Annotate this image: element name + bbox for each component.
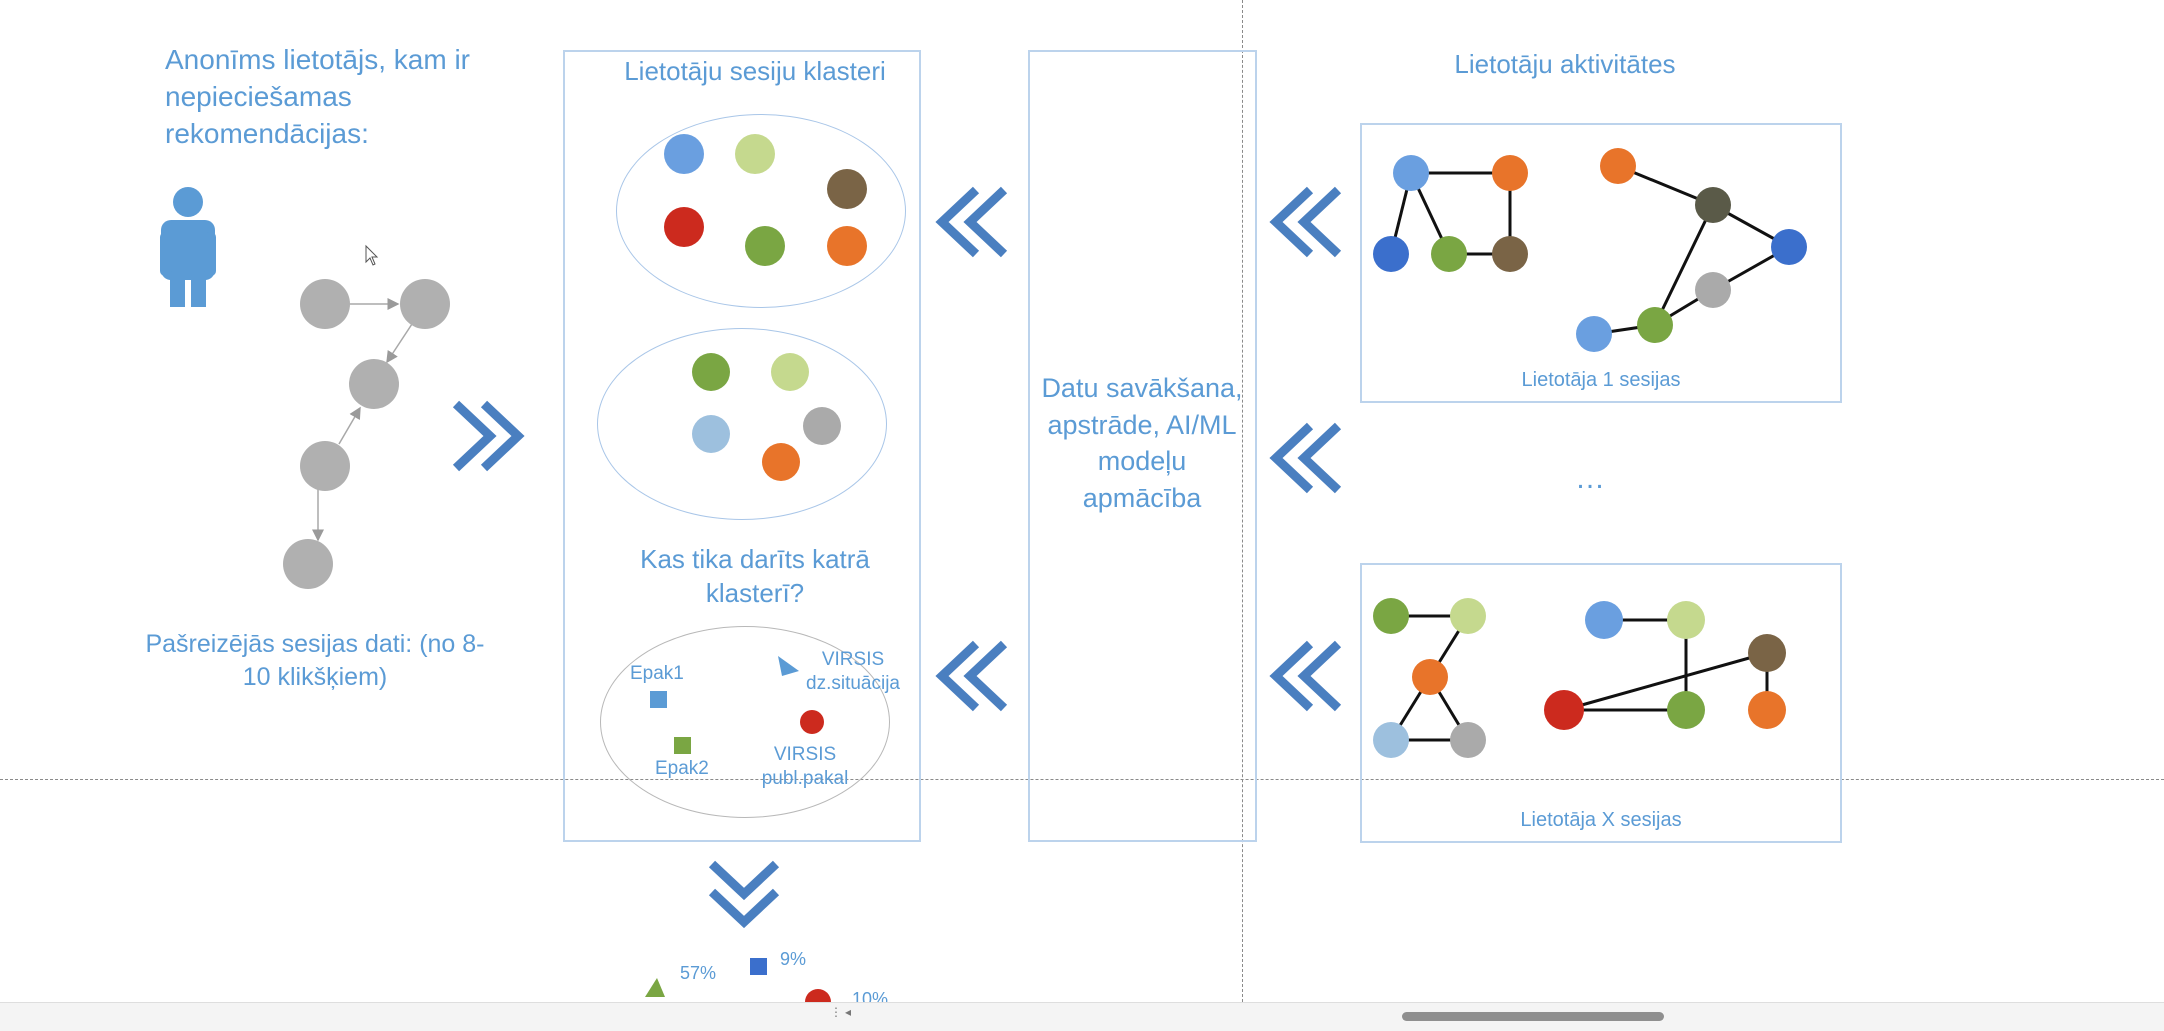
triangle-marker xyxy=(778,656,799,676)
cursor-icon xyxy=(365,244,379,266)
sessionx-caption: Lietotāja X sesijas xyxy=(1520,809,1682,831)
diagram-graphics xyxy=(160,134,1807,1002)
person-icon xyxy=(160,187,216,307)
session-node xyxy=(1771,229,1807,265)
cluster-item-label: VIRSIS publ.pakal xyxy=(761,744,849,789)
scroll-left-icon[interactable]: ◂ xyxy=(845,1005,852,1019)
cluster-ellipse-2 xyxy=(597,328,887,520)
session-node xyxy=(1748,691,1786,729)
session-node xyxy=(1373,598,1409,634)
cluster-item-label: Epak1 xyxy=(630,663,684,684)
click-node xyxy=(300,441,350,491)
chevron-left-icon xyxy=(935,640,1008,712)
session-node xyxy=(1492,236,1528,272)
session-node xyxy=(1492,155,1528,191)
clusters-title: Lietotāju sesiju klasteri xyxy=(624,56,886,86)
cluster-dot xyxy=(803,407,841,445)
session-node xyxy=(1450,722,1486,758)
guide-line-horizontal xyxy=(0,779,2164,780)
click-node xyxy=(400,279,450,329)
session-node xyxy=(1373,236,1409,272)
cluster-dot xyxy=(827,226,867,266)
ellipsis-text: … xyxy=(1575,462,1605,495)
session-node xyxy=(1412,659,1448,695)
square-marker xyxy=(650,691,667,708)
session-caption: Pašreizējās sesijas dati: (no 8-10 klikš… xyxy=(145,630,485,691)
session-node xyxy=(1585,601,1623,639)
session-node xyxy=(1576,316,1612,352)
cluster-dot xyxy=(692,415,730,453)
scrollbar-thumb[interactable] xyxy=(1402,1012,1664,1021)
cluster-dot xyxy=(664,207,704,247)
cluster-2-dots xyxy=(692,353,841,481)
session-node xyxy=(1748,634,1786,672)
activities-title: Lietotāju aktivitātes xyxy=(1454,49,1676,79)
click-node xyxy=(349,359,399,409)
grip-icon: ⋮ xyxy=(830,1005,842,1019)
click-node xyxy=(300,279,350,329)
session-node xyxy=(1667,601,1705,639)
session-node xyxy=(1431,236,1467,272)
cluster-dot xyxy=(745,226,785,266)
cluster-dot xyxy=(762,443,800,481)
square-marker xyxy=(674,737,691,754)
cluster-dot xyxy=(692,353,730,391)
user-heading: Anonīms lietotājs, kam ir nepieciešamas … xyxy=(165,44,470,150)
session-node xyxy=(1600,148,1636,184)
clusters-panel xyxy=(563,50,921,842)
session-node xyxy=(1637,307,1673,343)
cluster-dot xyxy=(735,134,775,174)
cluster-1-dots xyxy=(664,134,867,266)
sessionx-frame xyxy=(1360,563,1842,843)
chevron-down-icon xyxy=(708,860,780,929)
horizontal-scrollbar[interactable]: ⋮ ◂ xyxy=(0,1002,2164,1031)
chevron-left-icon xyxy=(935,186,1008,258)
session-node xyxy=(1544,690,1584,730)
cluster-item-label: VIRSIS dz.situācija xyxy=(806,649,900,694)
processing-text: Datu savākšana, apstrāde, AI/ML modeļu a… xyxy=(1041,373,1243,514)
chevron-left-icon xyxy=(1269,186,1342,258)
cluster-dot xyxy=(771,353,809,391)
circle-marker xyxy=(805,989,831,1002)
chevron-right-icon xyxy=(452,400,525,472)
result-value: 9% xyxy=(780,949,807,969)
guide-line-vertical xyxy=(1242,0,1243,1002)
cluster-dot xyxy=(664,134,704,174)
session-node xyxy=(1450,598,1486,634)
chevron-left-icon xyxy=(1269,422,1342,494)
session1-graph xyxy=(1373,148,1807,352)
cluster-ellipse-3 xyxy=(600,626,890,818)
current-session-path xyxy=(283,279,450,589)
session-node xyxy=(1695,187,1731,223)
cluster-item-label: Epak2 xyxy=(655,758,709,779)
session-node xyxy=(1373,722,1409,758)
processing-panel xyxy=(1028,50,1257,842)
sessionx-graph xyxy=(1373,598,1786,758)
session-node xyxy=(1695,272,1731,308)
session-node xyxy=(1667,691,1705,729)
result-markers xyxy=(645,958,831,1002)
session1-frame xyxy=(1360,123,1842,403)
clusters-question: Kas tika darīts katrā klasterī? xyxy=(640,544,870,608)
square-marker xyxy=(750,958,767,975)
session-node xyxy=(1393,155,1429,191)
click-node xyxy=(283,539,333,589)
cluster-ellipse-1 xyxy=(616,114,906,308)
chevron-left-icon xyxy=(1269,640,1342,712)
result-value: 57% xyxy=(680,963,717,983)
triangle-marker xyxy=(645,978,665,997)
cluster-dot xyxy=(827,169,867,209)
cluster-3-markers xyxy=(650,656,824,754)
session1-caption: Lietotāja 1 sesijas xyxy=(1521,369,1681,391)
circle-marker xyxy=(800,710,824,734)
